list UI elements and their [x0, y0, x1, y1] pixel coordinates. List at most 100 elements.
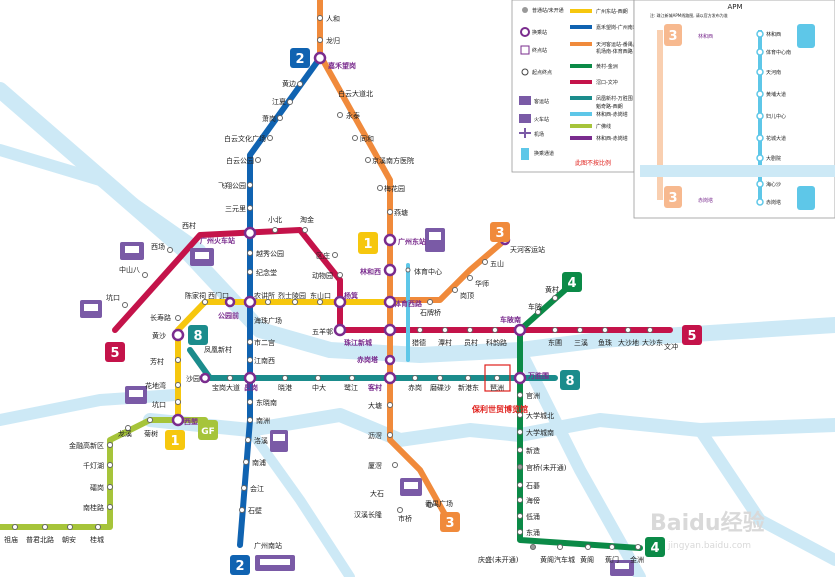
label-huijiang: 会江	[250, 484, 264, 493]
label-dichong: 低涌	[526, 512, 540, 521]
xfer-guangzhoudongzhan	[383, 233, 397, 247]
label-longxi: 龙溪	[118, 429, 132, 438]
apm-station-8: 赤岗塔	[766, 199, 781, 206]
dot-kengkouGF	[175, 399, 181, 405]
dot-baogang	[227, 375, 233, 381]
dot-huangge	[585, 544, 591, 550]
label-guangzhounanzhan: 广州南站	[254, 541, 282, 550]
svg-text:4: 4	[567, 276, 576, 291]
dot-dongshankou	[317, 299, 323, 305]
svg-text:2: 2	[295, 52, 304, 67]
dot-pujun	[42, 524, 48, 530]
legend-line-2: 嘉禾望岗-广州南站	[596, 24, 638, 31]
train-icon	[190, 248, 214, 266]
label-kecun: 科韵路	[486, 338, 507, 347]
dot-changshou	[175, 315, 181, 321]
label-chigang: 赤岗	[408, 384, 422, 392]
dot-wushan	[482, 259, 488, 265]
label-pujun: 普君北路	[26, 535, 54, 544]
dot-tancun	[442, 327, 448, 333]
dot-fangcun	[175, 357, 181, 363]
label-chenjiaci: 陈家祠	[185, 291, 206, 300]
label-meihuayuan: 梅花园	[384, 184, 405, 193]
line-1	[175, 299, 398, 418]
legend-line-apm2: 林和西-赤岗塔	[596, 135, 628, 142]
apm-station-0: 林和西	[766, 31, 781, 38]
dot-zumiao	[12, 524, 18, 530]
label-baiyundadaobei: 白云大道北	[338, 89, 373, 98]
legend-row-3: 起点终点	[532, 69, 552, 76]
bus-icon	[610, 560, 634, 576]
tag-line5-right: 5	[682, 325, 702, 345]
label-huashi: 华师	[475, 279, 489, 288]
tag-line1: 1	[358, 232, 378, 254]
watermark-url: jingyan.baidu.com	[667, 541, 751, 551]
label-sanyuanli: 三元里	[225, 205, 246, 213]
tag-line8-right: 8	[560, 370, 580, 390]
dot-longgui	[317, 37, 323, 43]
train-icon	[519, 114, 531, 123]
label-huangsha: 黄沙	[152, 331, 166, 340]
label-dongpu: 东圃	[548, 338, 562, 347]
xfer-ximenkou	[224, 296, 236, 308]
lines-layer	[0, 0, 673, 551]
river-south	[143, 408, 835, 447]
dot-chenjiaci	[202, 299, 208, 305]
dot-huangbian	[297, 81, 303, 87]
dot-guanzhou	[517, 392, 523, 398]
legend-line-8: 凤凰新村-万胜围	[596, 95, 633, 102]
label-shayuan: 沙园	[186, 375, 200, 383]
dot-apm-mid	[405, 267, 411, 273]
bus-icon	[120, 242, 144, 260]
dot-dongchong	[517, 529, 523, 535]
label-nongjiangsuo: 农讲所	[254, 291, 275, 300]
dot-shi2gong	[247, 339, 253, 345]
label-fangcun: 芳村	[150, 357, 164, 366]
dot-dashadong	[647, 327, 653, 333]
label-huangge: 黄阁	[580, 555, 594, 564]
label-nanzhou: 南洲	[256, 416, 270, 425]
svg-text:2: 2	[235, 559, 244, 574]
label-jinrong: 金融高新区	[69, 441, 104, 450]
label-wenchong: 文冲	[664, 342, 678, 351]
dot-kengkou5	[122, 302, 128, 308]
dot-shipaiqiao	[427, 299, 433, 305]
apm-bottom-label: 赤岗塔	[698, 197, 713, 204]
label-baiyunpark: 白云公园	[226, 156, 254, 165]
svg-text:5: 5	[687, 329, 696, 344]
label-panyuguangchang: 番禺广场	[425, 499, 453, 508]
dot-lujiang	[349, 375, 355, 381]
dot-yuexiupark	[247, 250, 253, 256]
legend-lines: 广州东站-西朗 嘉禾望岗-广州南站 天河客运站-番禺广场 机场南-体育西路 黄村…	[570, 8, 643, 167]
dot-xiaobei	[272, 227, 278, 233]
label-yuzhu: 鱼珠	[598, 338, 612, 347]
label-xicun: 西村	[182, 221, 196, 230]
label-lei-gang: 礌岗	[90, 484, 104, 492]
xfer-yangji	[333, 295, 347, 309]
dot-yuzhu	[602, 327, 608, 333]
tag-line3-top: 3	[490, 222, 510, 242]
label-kecun2: 客村	[367, 383, 382, 392]
dot-jiniantang	[247, 269, 253, 275]
line-3-branch	[387, 237, 508, 303]
label-guicheng: 桂城	[90, 535, 104, 544]
svg-text:1: 1	[363, 237, 372, 252]
label-yantang: 燕塘	[394, 208, 408, 217]
tag-line2-top: 2	[290, 48, 310, 68]
label-daxuecheng-n: 大学城北	[526, 411, 554, 420]
legend-line-8b: 魁奇路-西朗	[596, 103, 623, 110]
legend-rows: 普通站/未开通 换乘站 终点站 起点终点 客运站 火车站 机场 换乘通道	[519, 7, 564, 160]
dot-yantang	[387, 209, 393, 215]
legend-row-6: 机场	[534, 131, 544, 138]
apm-river	[640, 165, 835, 177]
tag-line5-left: 5	[105, 342, 125, 362]
label-hanxi: 汉溪长隆	[354, 510, 382, 519]
dot-taojin	[302, 227, 308, 233]
river-sw	[245, 425, 355, 577]
xfer-zhujiangxincheng	[383, 323, 397, 337]
xfer-xilang	[171, 413, 185, 427]
label-xiaogangS: 晓港	[278, 383, 292, 392]
tag-line3-bottom: 3	[440, 512, 460, 532]
label-qingsheng: 庆盛(未开通)	[478, 555, 519, 564]
apm-title: APM	[727, 3, 742, 11]
